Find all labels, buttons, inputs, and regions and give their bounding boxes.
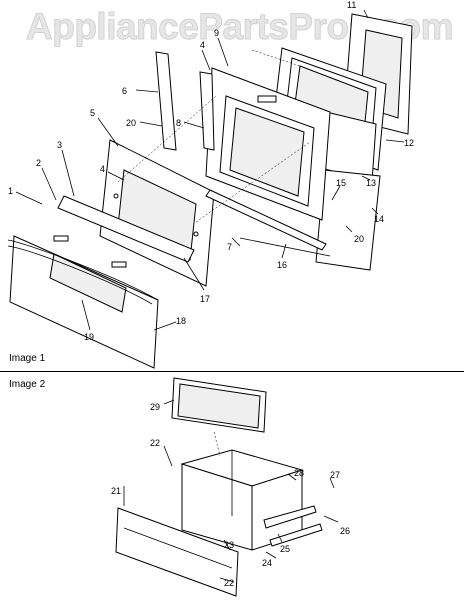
image-2-label: Image 2 (9, 379, 46, 390)
callout-12: 12 (404, 138, 414, 148)
callout-14: 14 (374, 214, 384, 224)
section-divider (0, 371, 464, 372)
part-drawer-front (115, 507, 239, 597)
part-drawer-box (180, 449, 304, 551)
callout-9: 9 (214, 28, 219, 38)
callout-18: 18 (176, 316, 186, 326)
callout-19: 19 (84, 332, 94, 342)
image-1-label: Image 1 (9, 353, 46, 364)
callout-11: 11 (347, 0, 356, 10)
part-inner-door-panel (205, 67, 331, 221)
callout-23: 23 (224, 540, 234, 550)
part-right-side-panel (315, 169, 381, 271)
callout-27: 27 (330, 470, 340, 480)
callout-6: 6 (122, 86, 127, 96)
callout-15: 15 (336, 178, 346, 188)
callout-20-left: 20 (126, 118, 136, 128)
part-drawer-back-panel (171, 377, 267, 433)
callout-3: 3 (57, 140, 62, 150)
callout-21: 21 (111, 486, 121, 496)
callout-24: 24 (262, 558, 272, 568)
callout-28: 28 (294, 468, 304, 478)
callout-20-right: 20 (354, 234, 364, 244)
part-left-hinge-channel (155, 51, 177, 151)
callout-16: 16 (277, 260, 287, 270)
callout-5: 5 (90, 108, 95, 118)
callout-25: 25 (280, 544, 290, 554)
callout-1: 1 (8, 186, 13, 196)
callout-2: 2 (36, 158, 41, 168)
part-drawer-slide (263, 505, 323, 547)
callout-leader-lines (15, 9, 405, 583)
callout-26: 26 (340, 526, 350, 536)
callout-22-lower: 22 (224, 578, 234, 588)
part-vent-channel (57, 195, 195, 263)
callout-29: 29 (150, 402, 160, 412)
callout-22-upper: 22 (150, 438, 160, 448)
callout-4-upper: 4 (200, 40, 205, 50)
callout-4-lower: 4 (100, 164, 105, 174)
callout-17: 17 (200, 294, 210, 304)
callout-13: 13 (366, 178, 376, 188)
callout-8: 8 (176, 118, 181, 128)
part-hinge-clip (199, 71, 215, 151)
callout-7: 7 (227, 242, 232, 252)
part-outer-door-panel (7, 235, 159, 369)
